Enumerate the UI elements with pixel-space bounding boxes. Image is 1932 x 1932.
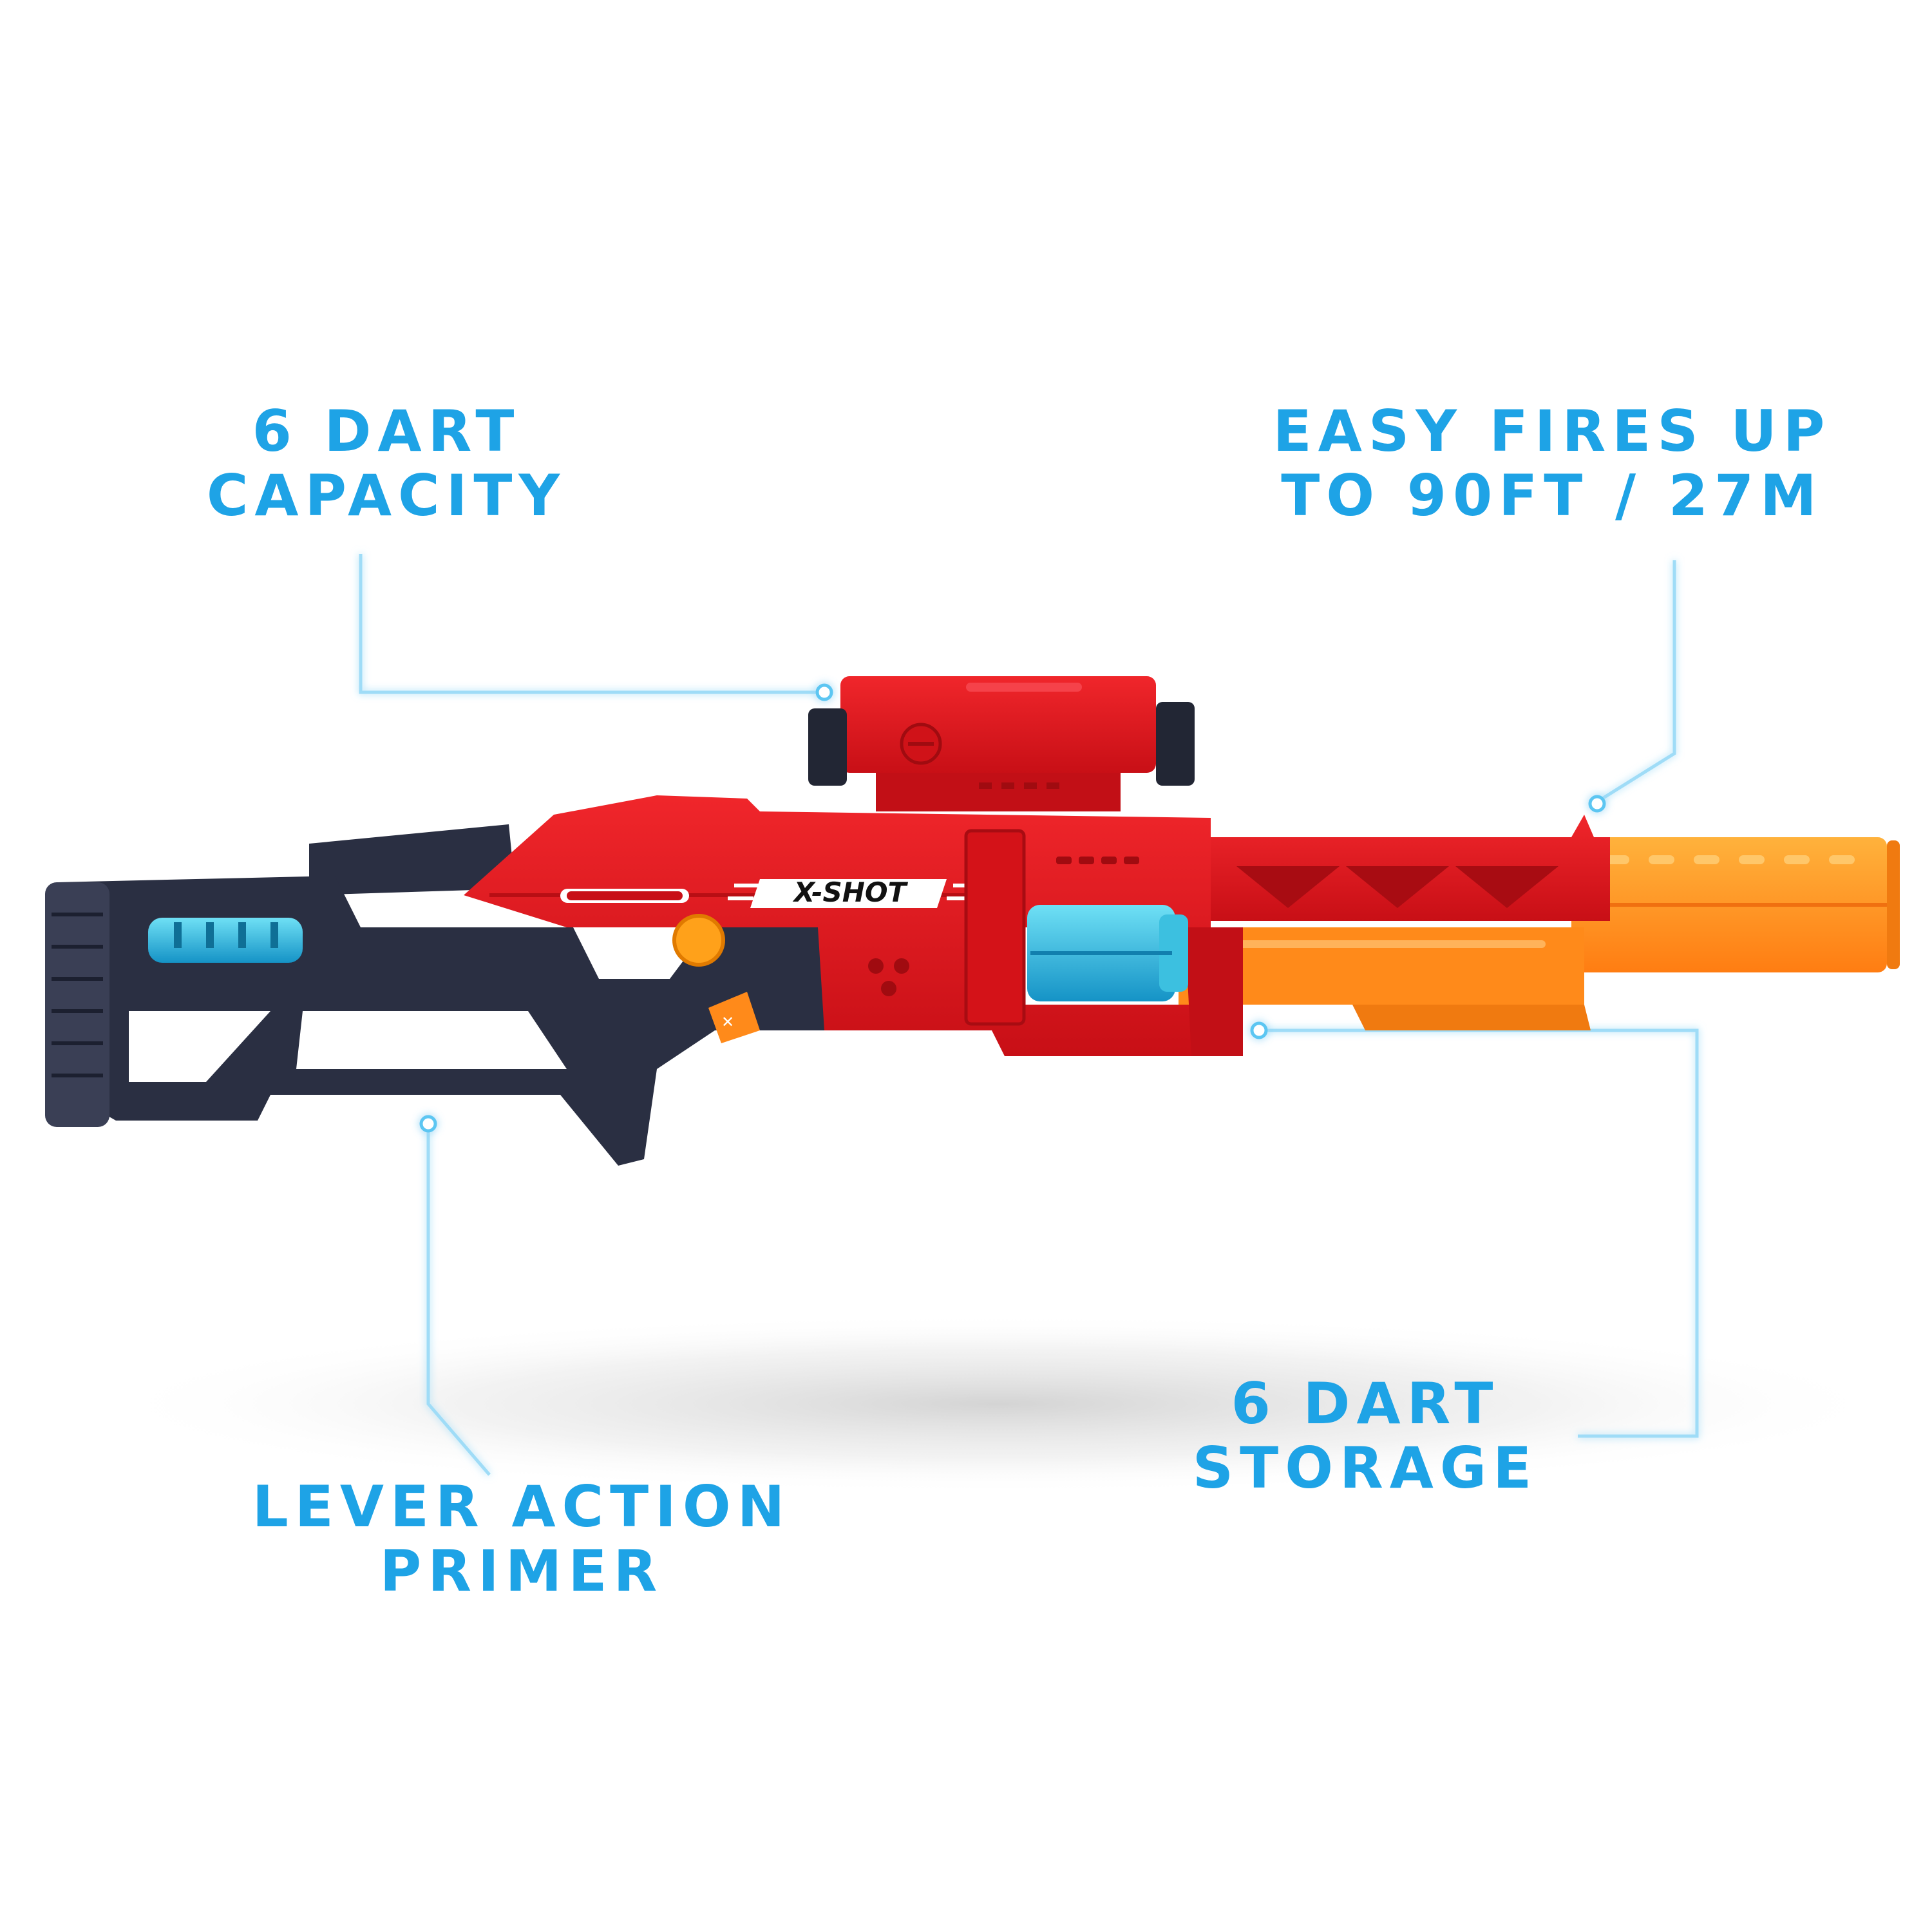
callout-dart-capacity-line1: 6 DART <box>252 398 521 464</box>
orange-barrel <box>1571 837 1900 972</box>
callout-lever-action: LEVER ACTION PRIMER <box>187 1475 857 1604</box>
blaster: ✕ X-SHOT <box>45 676 1900 1166</box>
scope <box>808 676 1195 811</box>
svg-text:✕: ✕ <box>721 1013 734 1031</box>
primer-leader-line <box>426 1124 491 1476</box>
callout-dart-storage-line1: 6 DART <box>1231 1370 1500 1437</box>
capacity-dot <box>815 683 833 701</box>
range-dot <box>1588 795 1606 813</box>
red-receiver <box>464 795 1230 1056</box>
cyan-stock-insert <box>148 918 303 963</box>
orange-priming-knob <box>672 914 725 967</box>
trigger-accent <box>708 992 760 1043</box>
capacity-leader-line <box>359 554 821 694</box>
callout-dart-capacity-line2: CAPACITY <box>206 462 567 529</box>
callout-lever-action-line1: LEVER ACTION <box>252 1473 791 1540</box>
storage-dot <box>1250 1021 1268 1039</box>
svg-text:X-SHOT: X-SHOT <box>792 876 909 908</box>
callout-dart-storage-line2: STORAGE <box>1192 1435 1539 1501</box>
callout-range-line1: EASY FIRES UP <box>1273 398 1832 464</box>
callout-dart-storage: 6 DART STORAGE <box>1153 1372 1578 1501</box>
brand-logo: X-SHOT <box>728 876 979 908</box>
callout-lever-action-line2: PRIMER <box>379 1538 664 1604</box>
callout-range-line2: TO 90FT / 27M <box>1281 462 1823 529</box>
barrel-mount <box>964 829 1026 1026</box>
callout-range: EASY FIRES UP TO 90FT / 27M <box>1211 399 1893 528</box>
cyan-dart-cylinder <box>1027 905 1188 1001</box>
callout-dart-capacity: 6 DART CAPACITY <box>161 399 612 528</box>
callout-dots <box>419 683 1606 1133</box>
range-leader-line <box>1596 560 1676 804</box>
floor-shadow <box>97 1314 1900 1494</box>
primer-dot <box>419 1115 437 1133</box>
